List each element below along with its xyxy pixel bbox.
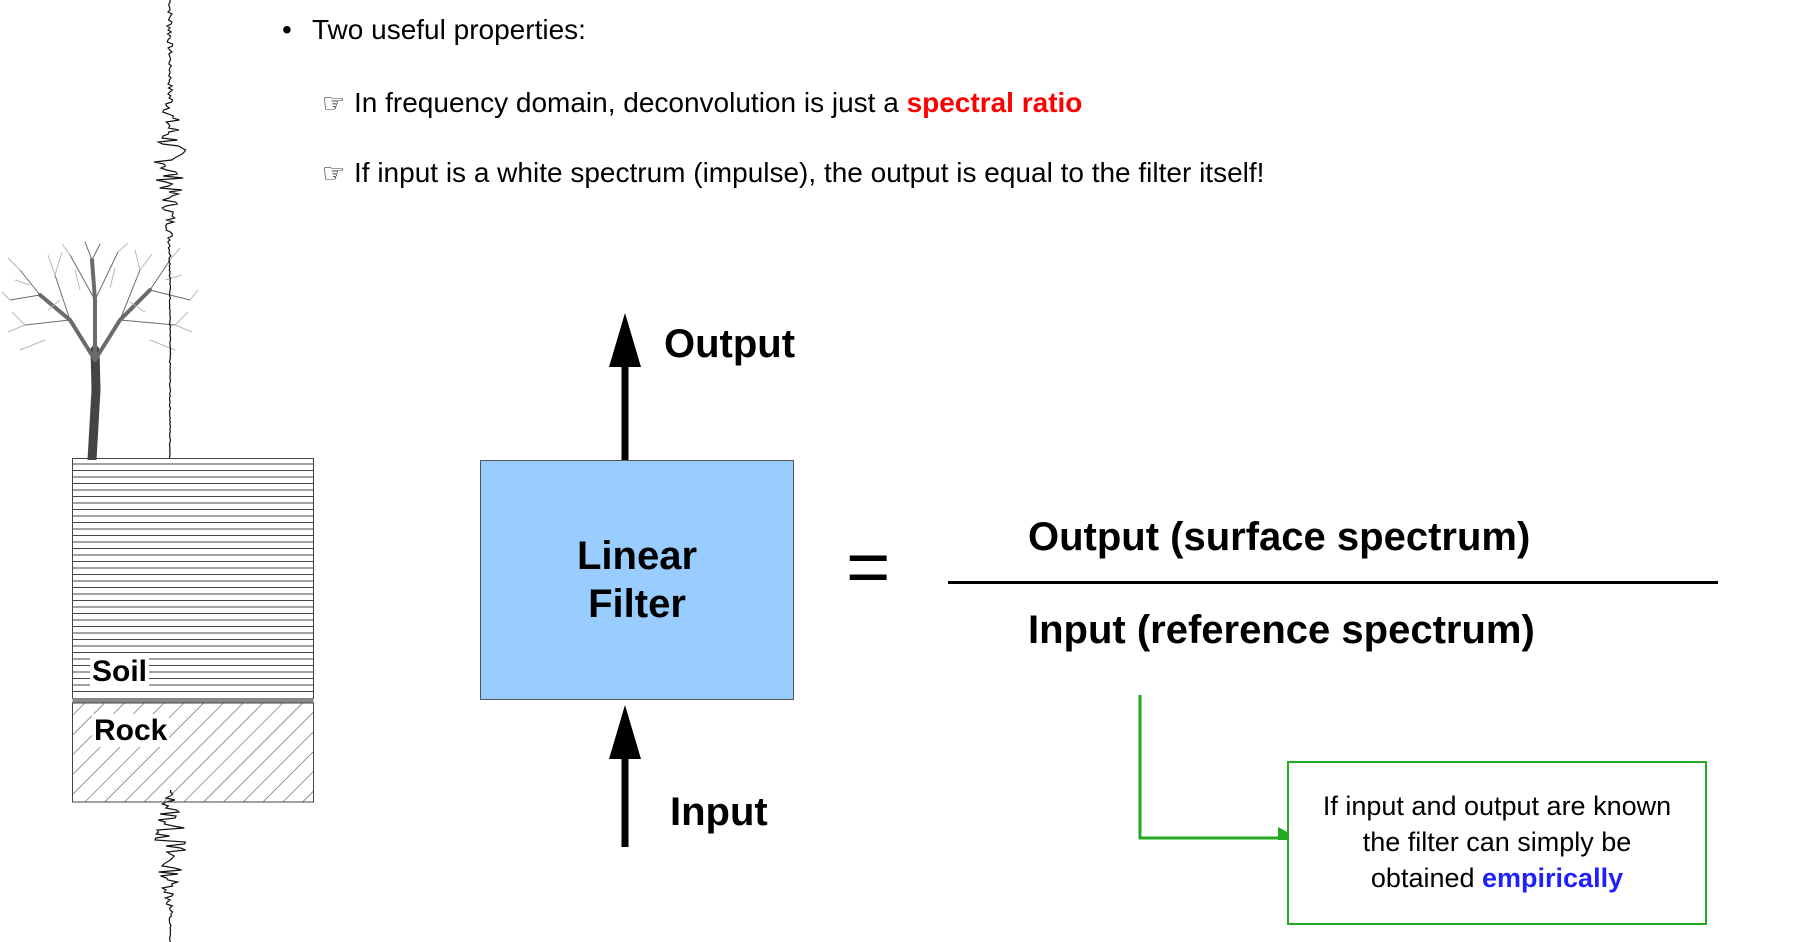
pointing-hand-icon: ☞ <box>322 158 346 188</box>
filter-box-line1: Linear <box>576 534 698 578</box>
linear-filter-box: Linear Filter <box>480 460 794 700</box>
bullet-item-2: ☞ If input is a white spectrum (impulse),… <box>322 155 1264 191</box>
reference-seismogram-trace <box>154 790 187 942</box>
note-line3: obtained empirically <box>1371 861 1623 897</box>
rock-label: Rock <box>92 714 170 747</box>
surface-seismogram-trace <box>154 0 187 459</box>
output-label: Output <box>664 322 796 366</box>
bullet-heading: • Two useful properties: <box>282 12 586 48</box>
ratio-denominator: Input (reference spectrum) <box>1028 608 1535 652</box>
bullet-item-2-text: If input is a white spectrum (impulse), … <box>354 157 1265 188</box>
filter-box-line2: Filter <box>588 582 686 626</box>
ratio-numerator: Output (surface spectrum) <box>1028 515 1531 559</box>
note-line1: If input and output are known <box>1322 791 1672 822</box>
soil-rock-column <box>72 458 314 803</box>
note-line3-prefix: obtained <box>1370 862 1483 893</box>
input-label: Input <box>670 790 768 834</box>
empirical-note-box: If input and output are known the filter… <box>1287 761 1707 925</box>
soil-label: Soil <box>90 655 150 688</box>
empirically-highlight: empirically <box>1482 862 1624 893</box>
tree-illustration <box>1 241 199 460</box>
bullet-heading-text: Two useful properties: <box>312 14 586 45</box>
spectral-ratio-highlight: spectral ratio <box>906 87 1083 118</box>
equals-sign: = <box>846 525 891 610</box>
output-arrow <box>609 313 641 461</box>
note-line2: the filter can simply be <box>1362 827 1632 858</box>
green-connector-arrow <box>1138 695 1298 840</box>
filter-arrows <box>609 313 641 847</box>
bullet-item-1-text: In frequency domain, deconvolution is ju… <box>354 87 907 118</box>
bullet-dot-icon: • <box>282 14 292 45</box>
pointing-hand-icon: ☞ <box>322 88 346 118</box>
input-arrow <box>609 705 641 847</box>
fraction-bar <box>948 581 1718 584</box>
bullet-item-1: ☞ In frequency domain, deconvolution is j… <box>322 85 1082 121</box>
